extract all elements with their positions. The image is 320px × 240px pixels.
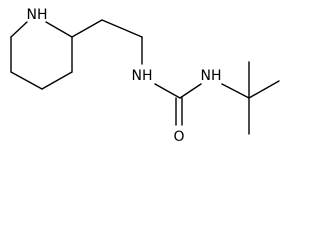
ethyl-linker xyxy=(71,19,143,65)
tert-butyl-group xyxy=(221,61,280,135)
bond-carbonyl-nh xyxy=(179,83,202,99)
bond-cquat-me-right xyxy=(248,80,280,99)
atom-label-ring-nh: NH xyxy=(27,7,48,23)
bond-ch2a-ch2b xyxy=(101,19,143,38)
bond-ring-c4-c5 xyxy=(10,71,43,90)
bond-ring-n-c2 xyxy=(45,21,73,38)
urea-group xyxy=(154,83,202,126)
atom-label-carbonyl-o: O xyxy=(173,129,184,145)
structure-canvas: NH NH NH O xyxy=(10,7,280,145)
bond-nh-carbonyl xyxy=(154,83,181,99)
bond-nh-cquat xyxy=(221,83,250,99)
molecule-diagram: NH NH NH O xyxy=(10,7,280,145)
atom-label-urea-nh-left: NH xyxy=(132,68,153,84)
bond-ring-c3-c4 xyxy=(41,71,73,90)
bond-ring-c6-n xyxy=(10,21,28,38)
piperidine-ring xyxy=(10,21,73,90)
bond-c2-ch2a xyxy=(71,19,103,38)
atom-label-urea-nh-right: NH xyxy=(201,68,222,84)
